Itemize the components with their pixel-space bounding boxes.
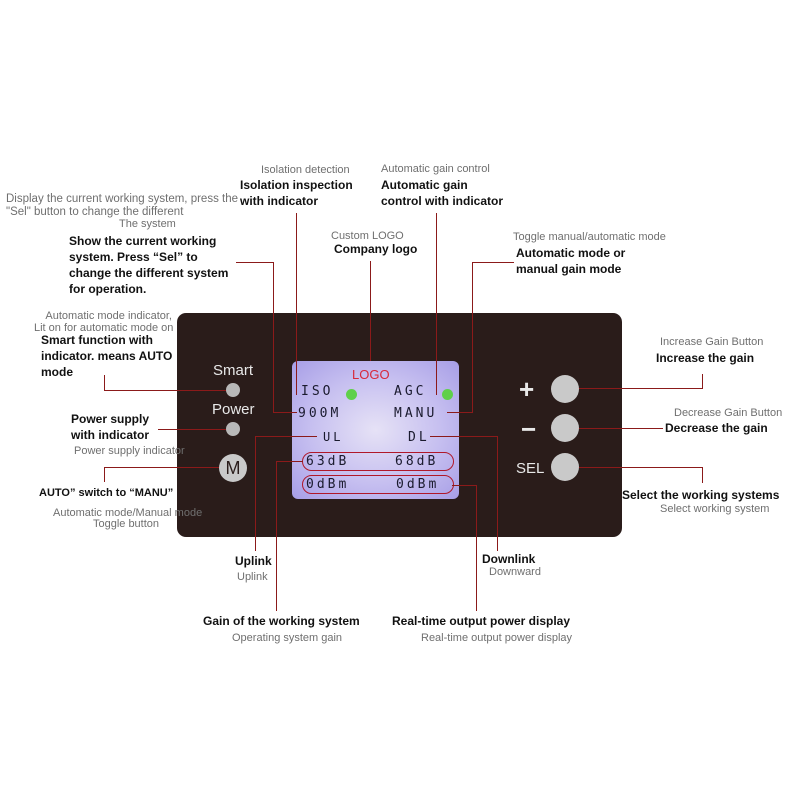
select-system-button[interactable] xyxy=(551,453,579,481)
plus-icon: + xyxy=(519,374,535,404)
lcd-mode: MANU xyxy=(394,406,438,421)
iso-annotation-cn: Isolation detection xyxy=(261,164,350,176)
lcd-uplink: UL xyxy=(323,430,344,444)
system-annotation-cn: Display the current working system, pres… xyxy=(6,193,239,218)
inc-annotation-cn: Increase Gain Button xyxy=(660,336,764,348)
smart-label: Smart xyxy=(213,362,254,379)
logo-annotation-en: Company logo xyxy=(334,242,418,256)
uplink-annotation-en: Uplink xyxy=(235,554,272,568)
smart-indicator xyxy=(226,383,240,397)
dec-annotation-cn: Decrease Gain Button xyxy=(674,407,783,419)
power-indicator xyxy=(226,422,240,436)
downlink-annotation-cn: Downward xyxy=(489,566,541,578)
lcd-ul-power: 0dBm xyxy=(306,477,350,492)
logo-annotation-cn: Custom LOGO xyxy=(331,230,404,242)
lcd-dl-power: 0dBm xyxy=(396,477,440,492)
toggle-annotation-cn: Toggle manual/automatic mode xyxy=(513,231,666,243)
dec-annotation-en: Decrease the gain xyxy=(665,421,768,435)
lcd-dl-gain: 68dB xyxy=(395,454,439,469)
power-display-annotation-en: Real-time output power display xyxy=(392,614,571,628)
decrease-gain-button[interactable] xyxy=(551,414,579,442)
power-annotation-cn: Power supply indicator xyxy=(74,445,185,457)
minus-icon: − xyxy=(521,414,537,444)
agc-led xyxy=(442,389,453,400)
iso-led xyxy=(346,389,357,400)
uplink-annotation-cn: Uplink xyxy=(237,571,268,583)
agc-annotation-cn: Automatic gain control xyxy=(381,163,490,175)
gain-annotation-en: Gain of the working system xyxy=(203,614,360,628)
lcd-downlink: DL xyxy=(408,430,430,445)
smart-annotation-cn: Automatic mode indicator,Lit on for auto… xyxy=(34,310,174,334)
downlink-annotation-en: Downlink xyxy=(482,552,536,566)
sel-annotation-en: Select the working systems xyxy=(622,488,780,502)
power-label: Power xyxy=(212,401,255,418)
lcd-agc: AGC xyxy=(394,384,427,399)
power-highlight xyxy=(302,475,454,494)
gain-annotation-cn: Operating system gain xyxy=(232,632,343,644)
lcd-system: 900M xyxy=(298,406,342,421)
company-logo: LOGO xyxy=(352,367,390,382)
lcd-ul-gain: 63dB xyxy=(306,454,350,469)
mode-toggle-button[interactable]: M xyxy=(219,454,247,482)
gain-highlight xyxy=(302,452,454,471)
increase-gain-button[interactable] xyxy=(551,375,579,403)
lcd-iso: ISO xyxy=(301,384,334,399)
lcd-screen xyxy=(292,361,459,499)
system-annotation-cn-2: The system xyxy=(119,218,176,230)
m-annotation-en: AUTO” switch to “MANU” xyxy=(39,487,174,499)
power-display-annotation-cn: Real-time output power display xyxy=(421,632,573,644)
sel-annotation-cn: Select working system xyxy=(660,503,770,515)
inc-annotation-en: Increase the gain xyxy=(656,351,755,365)
m-button-label: M xyxy=(225,457,241,478)
sel-label: SEL xyxy=(516,460,545,477)
